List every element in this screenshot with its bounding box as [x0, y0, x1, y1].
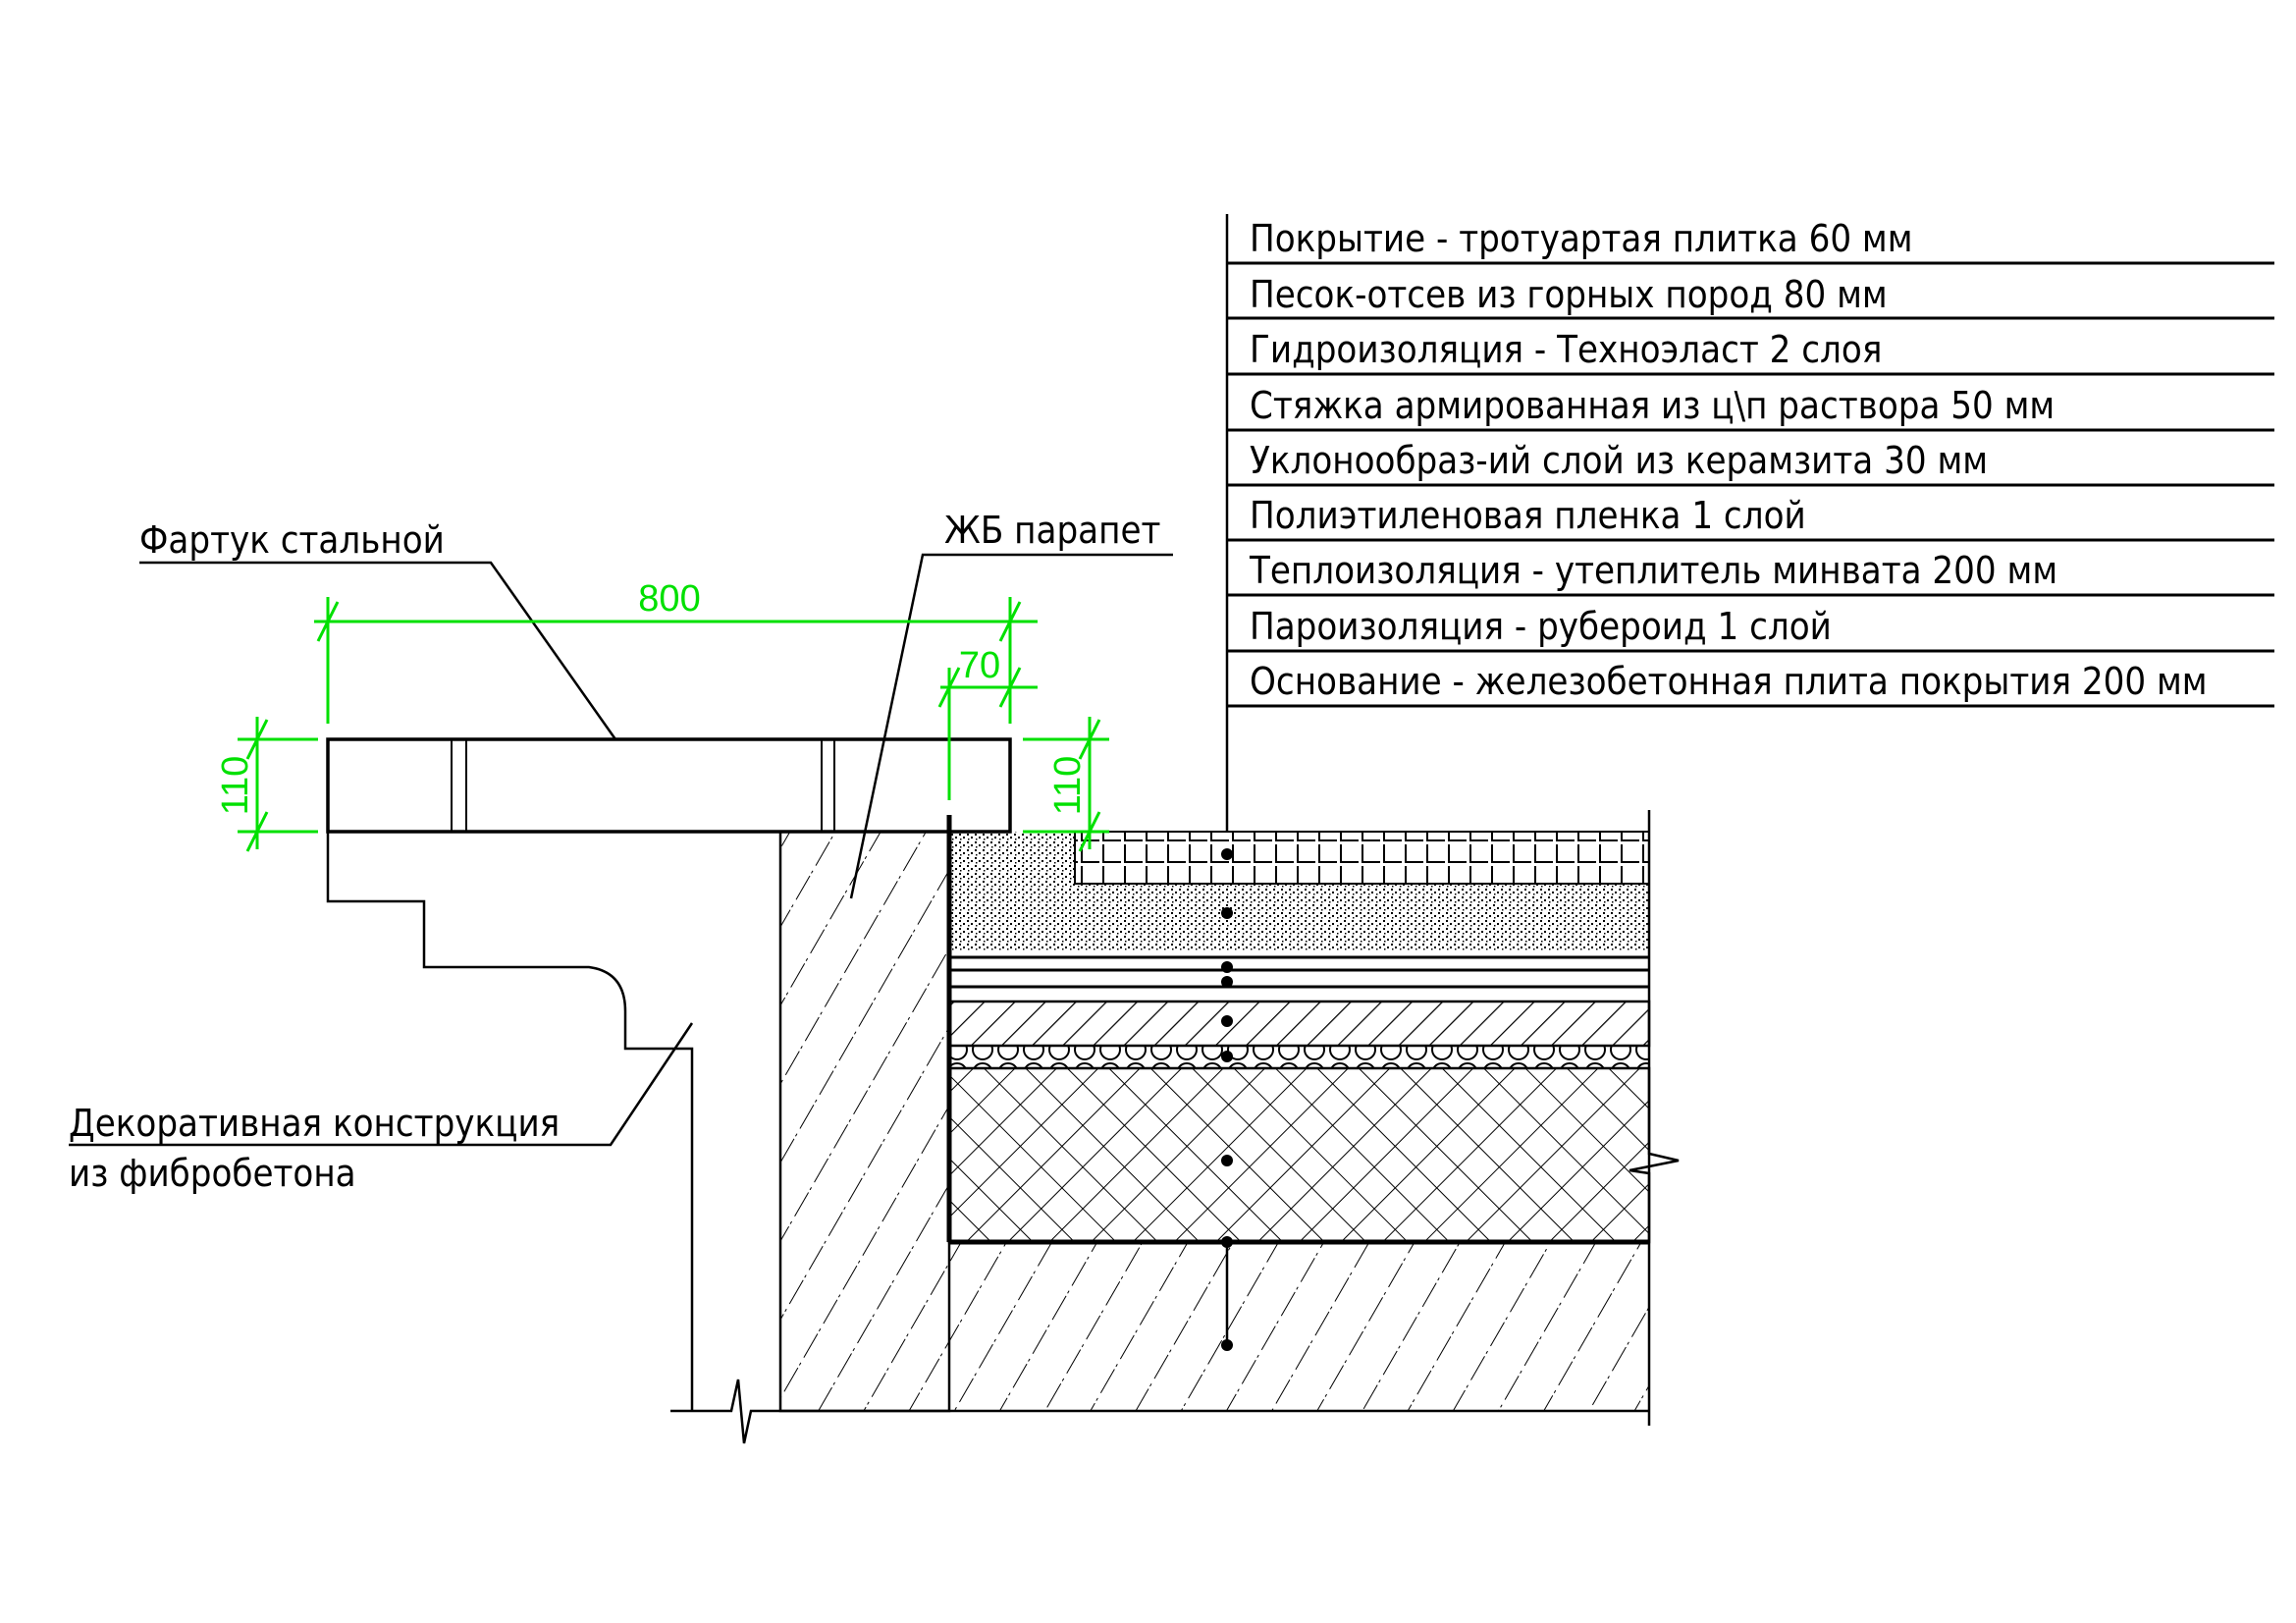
legend-row: Основание - железобетонная плита покрыти… — [1227, 660, 2274, 708]
callout-parapet: ЖБ парапет — [849, 509, 1173, 899]
callout-decor-label-2: из фибробетона — [69, 1152, 356, 1195]
legend-row: Полиэтиленовая пленка 1 слой — [1227, 494, 2274, 542]
legend-row: Стяжка армированная из ц\п раствора 50 м… — [1227, 384, 2274, 432]
paving-tiles — [1074, 831, 1650, 885]
dim-height-left-110: 110 — [215, 756, 256, 816]
callout-parapet-label: ЖБ парапет — [944, 509, 1160, 552]
legend-row: Песок-отсев из горных пород 80 мм — [1227, 273, 2274, 320]
layer-label: Покрытие - тротуартая плитка 60 мм — [1250, 217, 1913, 260]
layer-label: Песок-отсев из горных пород 80 мм — [1250, 273, 1888, 316]
dim-height-right-110: 110 — [1047, 756, 1089, 816]
waterproofing-membranes — [949, 955, 1649, 989]
break-line — [1629, 810, 1680, 1426]
expanded-clay-layer — [948, 1045, 1650, 1069]
insulation-layer — [947, 1066, 1651, 1244]
legend-row: Уклонообраз-ий слой из керамзита 30 мм — [1227, 439, 2274, 487]
callout-apron-label: Фартук стальной — [139, 518, 445, 562]
layer-legend: Покрытие - тротуартая плитка 60 мм Песок… — [1225, 214, 2274, 1347]
layer-label: Теплоизоляция - утеплитель минвата 200 м… — [1249, 549, 2057, 592]
dim-width-800: 800 — [638, 578, 700, 620]
roof-layers — [780, 810, 1680, 1426]
callout-decor-label: Декоративная конструкция — [69, 1102, 560, 1145]
decorative-profile — [326, 832, 780, 1444]
screed-layer — [947, 1000, 1651, 1048]
layer-label: Гидроизоляция - Техноэласт 2 слоя — [1250, 328, 1882, 371]
layer-label: Пароизоляция - рубероид 1 слой — [1250, 605, 1832, 648]
steel-apron — [326, 737, 1012, 834]
legend-row: Пароизоляция - рубероид 1 слой — [1227, 605, 2274, 653]
dimensions — [238, 597, 1109, 852]
dim-overhang-70: 70 — [959, 645, 1000, 686]
layer-label: Основание - железобетонная плита покрыти… — [1250, 660, 2208, 703]
layer-label: Стяжка армированная из ц\п раствора 50 м… — [1250, 384, 2055, 427]
legend-row: Гидроизоляция - Техноэласт 2 слоя — [1227, 328, 2274, 376]
layer-label: Уклонообраз-ий слой из керамзита 30 мм — [1250, 439, 1988, 482]
leader-dots — [1221, 848, 1233, 1351]
rc-parapet — [778, 830, 951, 1413]
callout-apron: Фартук стальной — [139, 518, 617, 740]
callout-decor: Декоративная конструкция из фибробетона — [69, 1022, 694, 1195]
layer-label: Полиэтиленовая пленка 1 слой — [1250, 494, 1806, 537]
legend-row: Покрытие - тротуартая плитка 60 мм — [1227, 217, 2274, 265]
legend-row: Теплоизоляция - утеплитель минвата 200 м… — [1227, 549, 2274, 597]
